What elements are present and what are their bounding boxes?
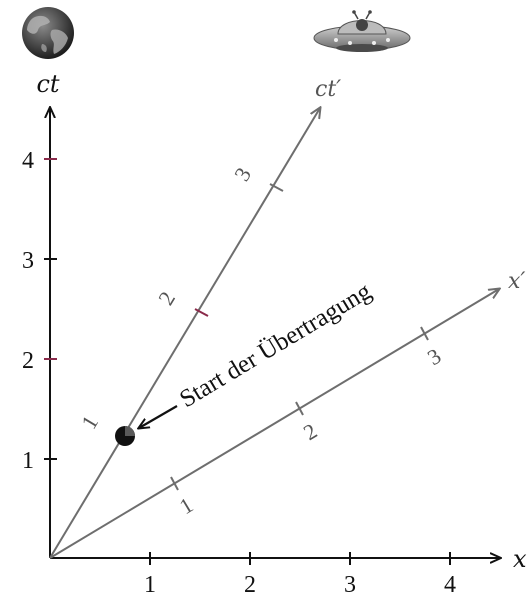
event-marker [115, 426, 135, 446]
ct-tick-label: 2 [22, 348, 34, 374]
x-tick-label: 4 [444, 572, 456, 598]
ct-axis-label: ct [36, 70, 59, 98]
x-prime-tick-label: 3 [423, 343, 445, 370]
x-prime-ticks: 1 2 3 [170, 326, 445, 519]
ct-prime-tick-label: 3 [229, 163, 256, 185]
ct-prime-axis-label: ct′ [315, 77, 341, 102]
x-tick-label: 1 [144, 572, 156, 598]
event-pointer-arrow [139, 405, 178, 428]
x-tick-label: 2 [244, 572, 256, 598]
x-prime-tick-label: 1 [175, 492, 197, 519]
ct-prime-tick-label: 1 [76, 411, 103, 433]
ct-ticks: 1 2 3 4 [22, 148, 57, 474]
x-axis-label: x [513, 545, 527, 573]
x-prime-tick-label: 2 [299, 418, 321, 445]
ufo-spaceship-icon [313, 10, 411, 52]
x-prime-axis-label: x′ [508, 269, 525, 294]
x-tick-label: 3 [344, 572, 356, 598]
earth-globe-icon [22, 7, 74, 59]
ct-tick-label: 1 [22, 448, 34, 474]
ct-tick-label: 4 [22, 148, 34, 174]
x-ticks: 1 2 3 4 [144, 552, 456, 598]
ct-tick-label: 3 [22, 248, 34, 274]
ct-prime-tick-label: 2 [153, 287, 180, 309]
ct-prime-axis [49, 108, 320, 559]
